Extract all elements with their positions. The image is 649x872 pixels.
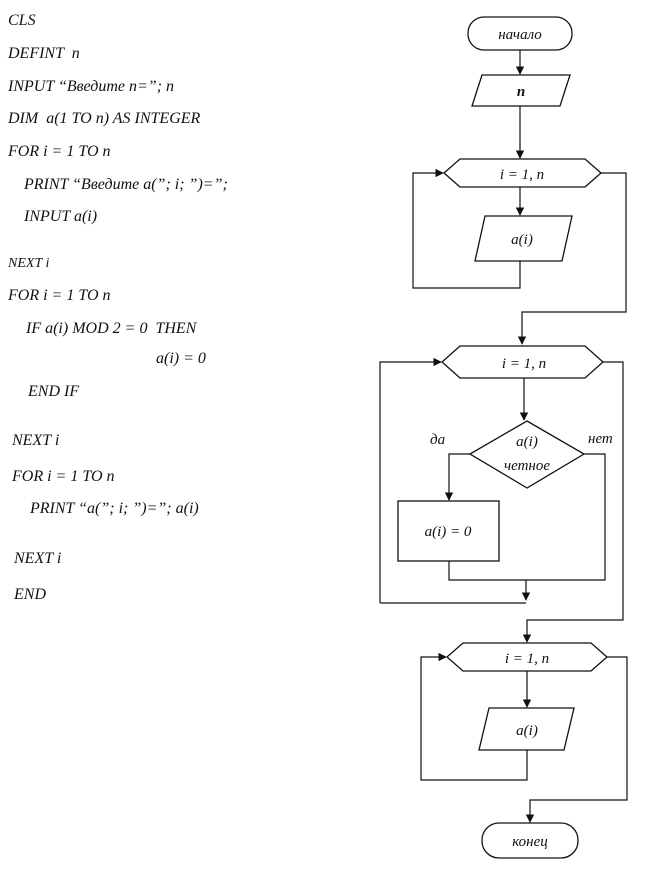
code-line-for-2: FOR i = 1 TO n bbox=[8, 287, 111, 304]
code-line-print-output: PRINT “a(”; i; ”)=”; a(i) bbox=[30, 500, 199, 517]
assign-label: a(i) = 0 bbox=[425, 524, 472, 540]
code-line-next-2: NEXT i bbox=[12, 432, 60, 449]
input-ai-label: a(i) bbox=[511, 232, 533, 248]
code-line-print-prompt: PRINT “Введите a(”; i; ”)=”; bbox=[24, 176, 228, 193]
loop2-back-arrow bbox=[379, 357, 442, 603]
code-line-next-1: NEXT i bbox=[8, 256, 50, 271]
output-ai-parallelogram bbox=[478, 707, 575, 751]
loop3-label: i = 1, n bbox=[505, 651, 549, 667]
output-ai-label: a(i) bbox=[516, 723, 538, 739]
code-line-assign: a(i) = 0 bbox=[156, 350, 206, 367]
loop3-hexagon bbox=[446, 642, 608, 672]
basic-code-listing: CLS DEFINT n INPUT “Введите n=”; n DIM a… bbox=[8, 12, 228, 603]
code-line-for-1: FOR i = 1 TO n bbox=[8, 143, 111, 160]
code-line-next-3: NEXT i bbox=[14, 550, 62, 567]
condition-label-line1: a(i) bbox=[516, 434, 538, 450]
code-line-defint: DEFINT n bbox=[8, 45, 80, 62]
condition-diamond bbox=[468, 420, 586, 489]
loop1-back-arrow bbox=[412, 168, 521, 289]
loop2-label: i = 1, n bbox=[502, 356, 546, 372]
arrow-yes-to-assign bbox=[444, 453, 470, 501]
code-line-input-n: INPUT “Введите n=”; n bbox=[8, 78, 175, 95]
condition-label-line2: четное bbox=[504, 458, 550, 474]
start-label: начало bbox=[498, 27, 542, 43]
assign-process-box bbox=[397, 500, 500, 562]
branch-no-label: нет bbox=[588, 431, 613, 447]
code-line-end: END bbox=[14, 586, 46, 603]
end-terminal bbox=[481, 822, 579, 859]
loop2-hexagon bbox=[441, 345, 604, 379]
branch-yes-label: да bbox=[430, 432, 445, 448]
code-line-dim: DIM a(1 TO n) AS INTEGER bbox=[8, 110, 201, 127]
loop1-exit-arrow bbox=[517, 172, 627, 345]
loop1-hexagon bbox=[443, 158, 602, 188]
code-line-for-3: FOR i = 1 TO n bbox=[12, 468, 115, 485]
code-line-cls: CLS bbox=[8, 12, 36, 29]
loop2-exit-arrow bbox=[522, 361, 624, 643]
loop3-back-arrow bbox=[420, 652, 528, 781]
loop1-label: i = 1, n bbox=[500, 167, 544, 183]
code-line-if: IF a(i) MOD 2 = 0 THEN bbox=[26, 320, 197, 337]
input-n-parallelogram bbox=[471, 74, 571, 107]
input-ai-parallelogram bbox=[474, 215, 573, 262]
input-n-label: n bbox=[517, 84, 525, 100]
code-line-end-if: END IF bbox=[28, 383, 80, 400]
code-line-input-ai: INPUT a(i) bbox=[24, 208, 98, 225]
yes-merge-line bbox=[448, 561, 526, 581]
loop3-exit-arrow bbox=[525, 656, 628, 823]
end-label: конец bbox=[512, 834, 548, 850]
no-branch-merge-arrow bbox=[521, 453, 606, 601]
